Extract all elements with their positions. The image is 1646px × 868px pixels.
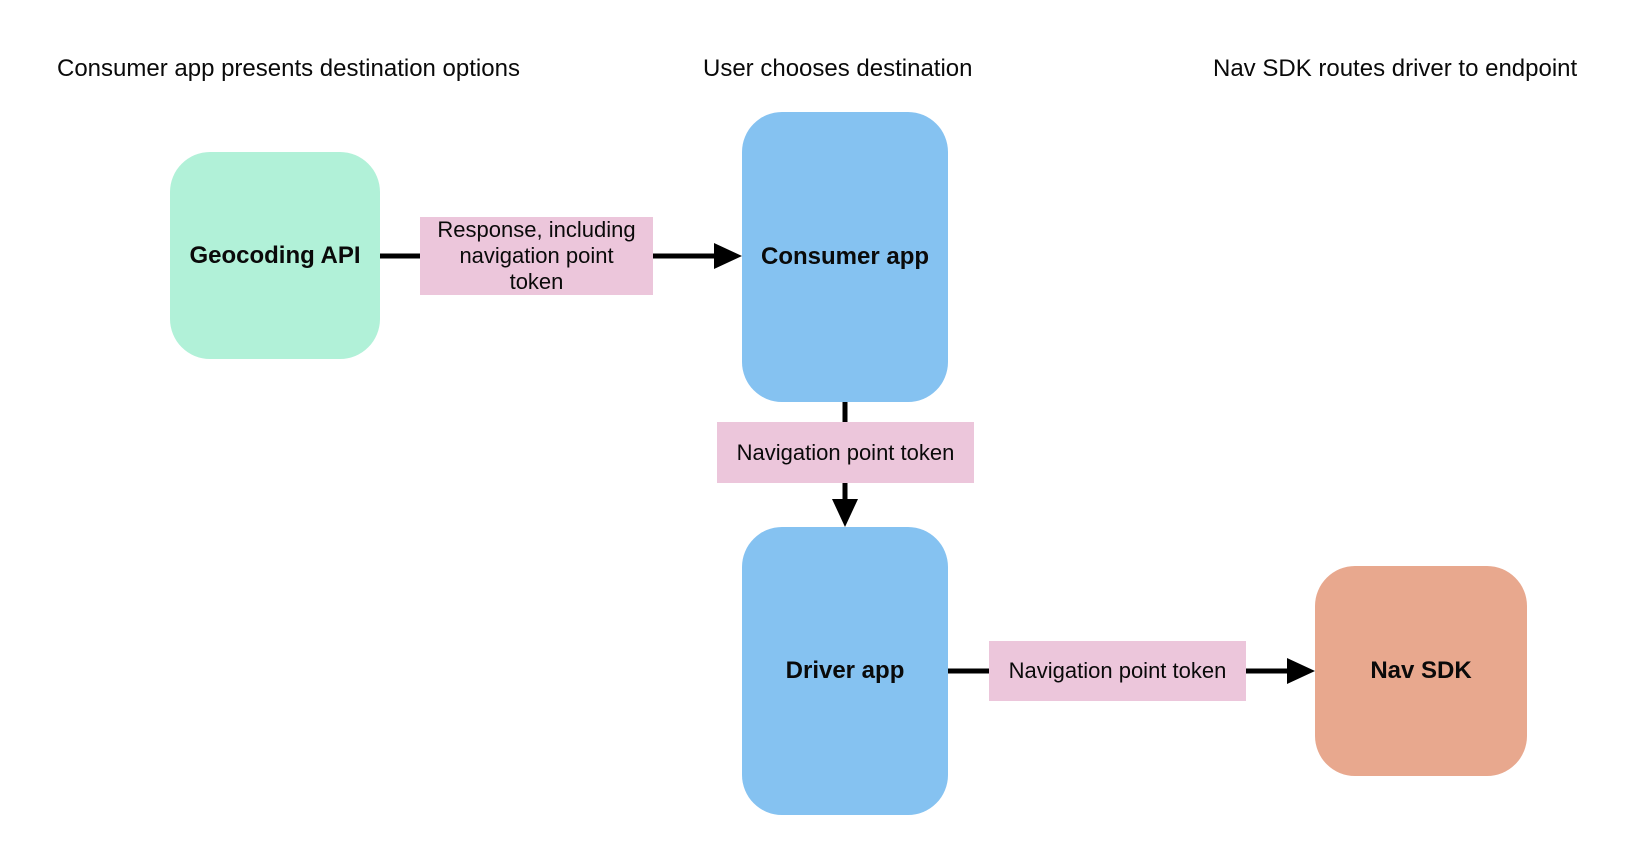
column-header-consumer-presents: Consumer app presents destination option… bbox=[57, 55, 520, 82]
arrowhead-icon bbox=[1287, 658, 1315, 684]
arrowhead-icon bbox=[832, 499, 858, 527]
node-label-geocoding-api: Geocoding API bbox=[189, 241, 361, 269]
edge-label-text: Response, including navigation point tok… bbox=[437, 217, 636, 294]
node-driver-app: Driver app bbox=[742, 527, 948, 815]
node-label-driver-app: Driver app bbox=[785, 657, 905, 684]
edge-label-token-driver-to-navsdk: Navigation point token bbox=[989, 641, 1246, 701]
node-nav-sdk: Nav SDK bbox=[1315, 566, 1527, 776]
edge-label-token-consumer-to-driver: Navigation point token bbox=[717, 422, 974, 483]
node-label-consumer-app: Consumer app bbox=[760, 243, 930, 270]
column-header-navsdk-routes: Nav SDK routes driver to endpoint bbox=[1213, 55, 1578, 82]
column-header-user-chooses: User chooses destination bbox=[703, 55, 973, 82]
edge-label-text: Navigation point token bbox=[1008, 658, 1227, 683]
node-geocoding-api: Geocoding API bbox=[170, 152, 380, 359]
arrowhead-icon bbox=[714, 243, 742, 269]
node-label-nav-sdk: Nav SDK bbox=[1370, 657, 1472, 684]
edge-label-response-including-token: Response, including navigation point tok… bbox=[420, 217, 653, 295]
node-consumer-app: Consumer app bbox=[742, 112, 948, 402]
edge-label-text: Navigation point token bbox=[736, 439, 955, 465]
